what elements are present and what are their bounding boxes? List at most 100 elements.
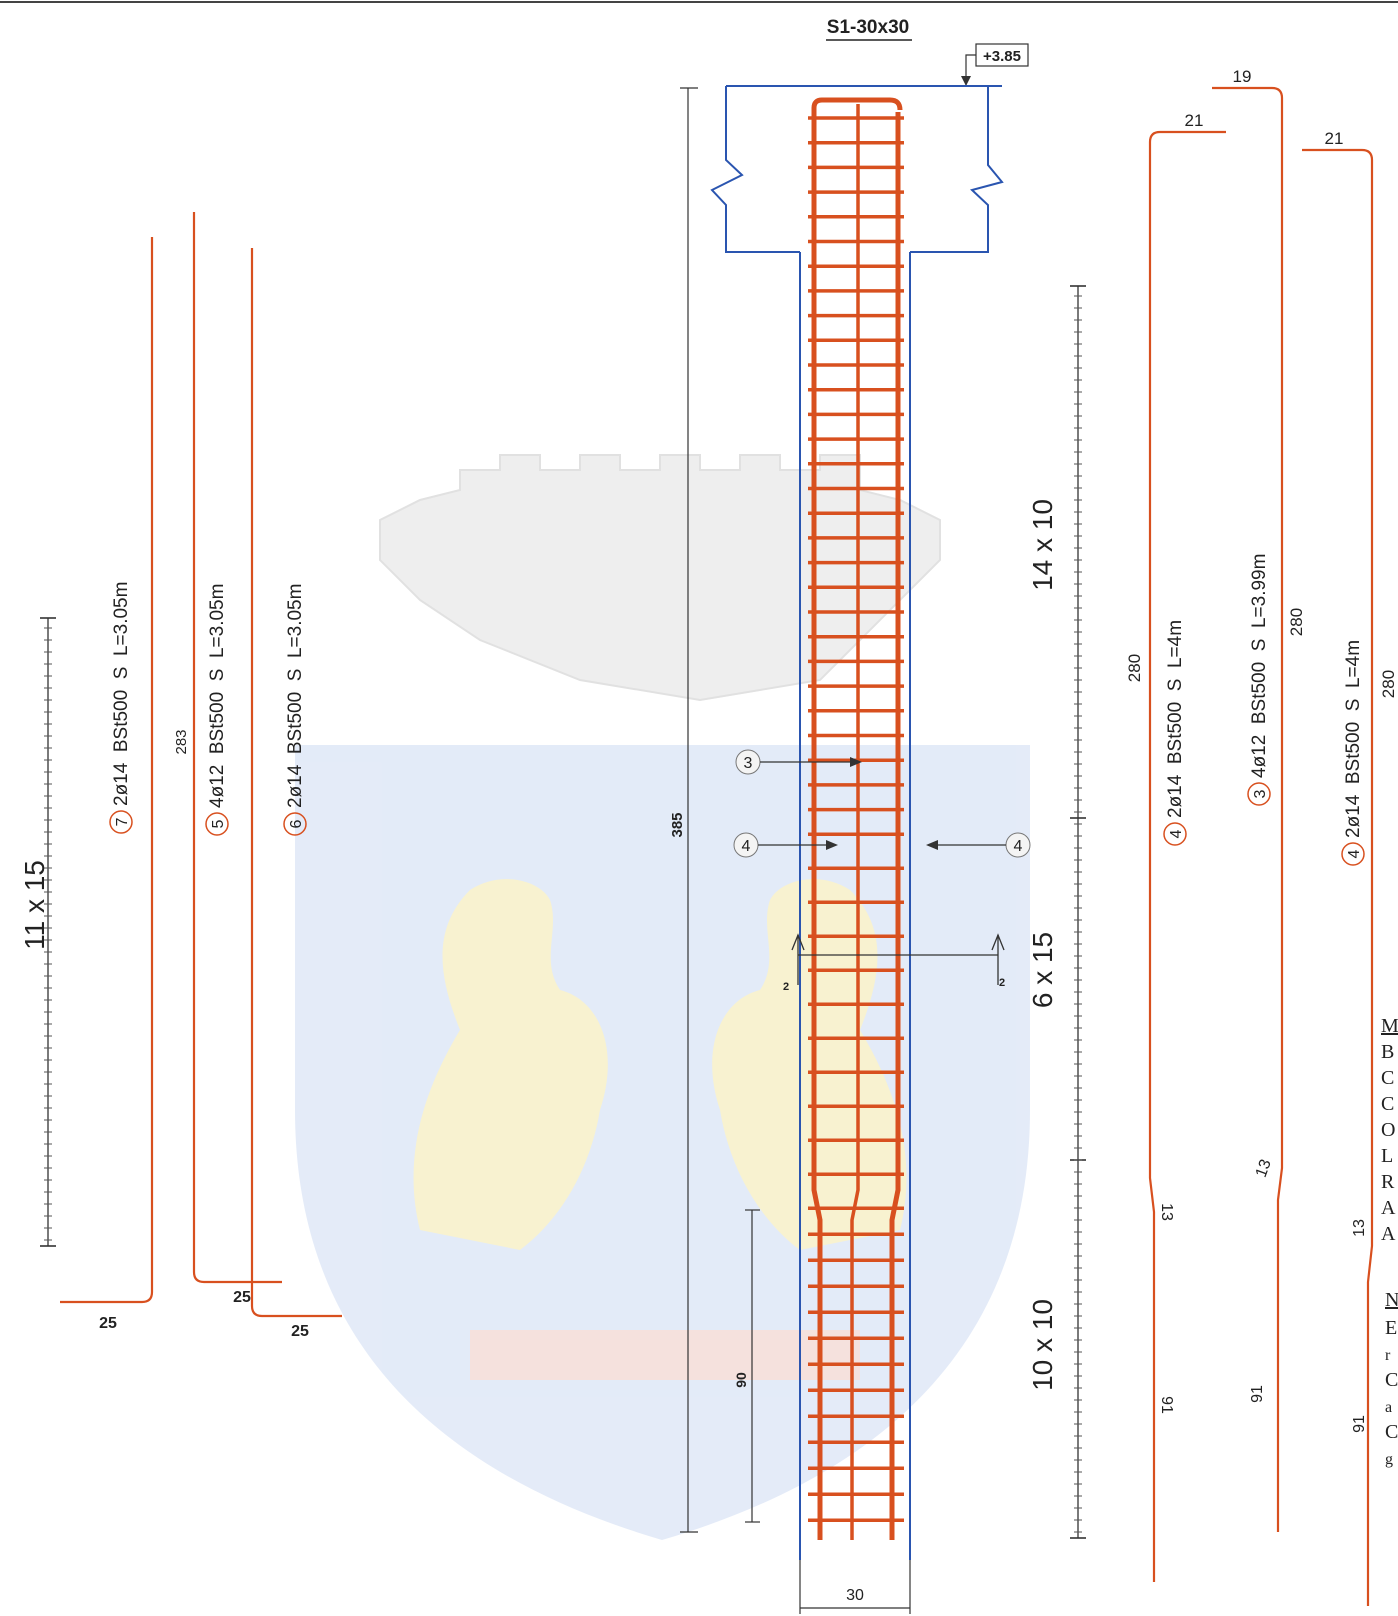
bar-6-text: 2ø14 BSt500 S L=3.05m <box>285 584 306 808</box>
bar-5-label: 5 4ø12 BSt500 S L=3.05m <box>205 584 229 836</box>
bar-4a-bot-dim: 91 <box>1158 1396 1175 1414</box>
bar-4b-top-dim: 21 <box>1325 129 1344 148</box>
crest-shield <box>295 745 1030 1540</box>
callout-bar-3: 3 <box>735 749 862 775</box>
width-dim-label: 30 <box>846 1587 864 1604</box>
bar-6-label: 6 2ø14 BSt500 S L=3.05m <box>283 584 307 836</box>
note-a-2: C <box>1381 1067 1394 1089</box>
bar-4b-shape <box>1302 148 1374 1606</box>
callout-4r-arrow <box>926 840 938 850</box>
bar-4a-top-dim: 21 <box>1185 111 1204 130</box>
note-b-3: C <box>1385 1369 1398 1391</box>
bar-4a-shape <box>1148 130 1226 1582</box>
bar-6-num: 6 <box>288 819 305 828</box>
bar-7-num-circle <box>109 810 133 834</box>
height-dim-label: 385 <box>669 812 686 837</box>
left-spacing-dimension <box>40 617 56 1247</box>
section-left-arrow <box>791 933 805 951</box>
note-a-3: C <box>1381 1093 1394 1115</box>
bar-3-mid-dim: 280 <box>1287 608 1306 636</box>
callout-bar-4-right: 4 <box>926 832 1031 858</box>
note-b-5: C <box>1385 1421 1398 1443</box>
bar-5-foot-dim: 25 <box>233 1289 251 1306</box>
section-cut-2-2 <box>791 933 1005 985</box>
bar-7-foot-dim: 25 <box>99 1315 117 1332</box>
slab-right-break <box>910 86 1004 253</box>
height-dimension <box>680 87 698 1533</box>
slab-left-break <box>710 86 800 253</box>
bar-7-shape <box>60 237 154 1304</box>
notes-block-a: M B C C O L R A A <box>1381 1015 1398 1245</box>
bar-5-num-circle <box>205 812 229 836</box>
note-a-4: O <box>1381 1119 1395 1141</box>
tie-seg-top-label: 14 x 10 <box>1027 499 1058 591</box>
tie-seg-mid-label: 6 x 15 <box>1027 932 1058 1008</box>
note-b-1: E <box>1385 1317 1397 1339</box>
note-a-0: M <box>1381 1015 1398 1037</box>
notes-block-b: N E r C a C g <box>1385 1289 1398 1468</box>
bar-4a-mid-dim: 280 <box>1125 654 1144 682</box>
note-a-1: B <box>1381 1041 1394 1063</box>
callout-3-label: 3 <box>744 755 753 772</box>
crest-lion-left <box>413 879 608 1250</box>
bar-4b-bot-dim: 91 <box>1351 1415 1368 1433</box>
bar-7-text: 2ø14 BSt500 S L=3.05m <box>111 582 132 806</box>
section-right-arrow <box>991 933 1005 951</box>
bar-4b-mid-dim: 280 <box>1379 670 1398 698</box>
title: S1-30x30 <box>827 17 909 38</box>
bar-3-shape <box>1212 86 1284 1532</box>
crest-watermark <box>295 454 1030 1540</box>
bar-3-label: 3 4ø12 BSt500 S L=3.99m <box>1247 554 1271 806</box>
width-dimension <box>799 1560 911 1614</box>
note-b-6: g <box>1385 1451 1393 1468</box>
top-bar-hook <box>811 97 903 111</box>
bar-6-shape <box>250 248 342 1318</box>
bar-3-text: 4ø12 BSt500 S L=3.99m <box>1249 554 1270 778</box>
bar-6-foot-dim: 25 <box>291 1323 309 1340</box>
note-b-4: a <box>1385 1399 1392 1416</box>
callout-bar-4-left: 4 <box>733 832 838 858</box>
longitudinal-bar-right <box>889 112 901 1540</box>
bar-4a-num-circle <box>1163 822 1187 846</box>
bar-6-num-circle <box>283 812 307 836</box>
note-a-8: A <box>1381 1223 1396 1245</box>
lap-dimension <box>745 1209 760 1523</box>
bar-4a-label: 4 2ø14 BSt500 S L=4m <box>1163 620 1187 846</box>
bar-4b-num: 4 <box>1346 849 1363 858</box>
callout-3-arrow <box>850 757 862 767</box>
elevation-leader <box>965 54 976 86</box>
bar-3-bot-dim: 91 <box>1249 1385 1266 1403</box>
bar-4a-text: 2ø14 BSt500 S L=4m <box>1165 620 1186 818</box>
elevation-label: +3.85 <box>983 48 1021 65</box>
bar-3-num: 3 <box>1252 789 1269 798</box>
bar-5-text: 4ø12 BSt500 S L=3.05m <box>207 584 228 808</box>
bar-4b-label: 4 2ø14 BSt500 S L=4m <box>1341 640 1365 866</box>
note-a-7: A <box>1381 1197 1396 1219</box>
bar-5-num: 5 <box>210 819 227 828</box>
bar-7-num: 7 <box>114 817 131 826</box>
longitudinal-bar-left <box>811 108 823 1540</box>
bar-4b-num-circle <box>1341 842 1365 866</box>
note-b-2: r <box>1385 1347 1391 1364</box>
bar-4b-text: 2ø14 BSt500 S L=4m <box>1343 640 1364 838</box>
callout-4r-label: 4 <box>1014 838 1023 855</box>
callout-4l-label: 4 <box>742 838 751 855</box>
bar-5-mid-dim: 283 <box>173 729 190 754</box>
lap-dim-label: 90 <box>733 1372 749 1388</box>
crest-crown <box>379 454 941 702</box>
bar-4a-crank-dim: 13 <box>1158 1203 1175 1221</box>
bar-7-label: 7 2ø14 BSt500 S L=3.05m <box>109 582 133 834</box>
bar-4a-num: 4 <box>1168 829 1185 838</box>
tie-spacing-dimension <box>1070 285 1086 1539</box>
note-a-6: R <box>1381 1171 1395 1193</box>
bar-4b-crank-dim: 13 <box>1351 1219 1368 1237</box>
callout-4l-arrow <box>826 840 838 850</box>
section-label-left: 2 <box>783 981 789 993</box>
column-rebar-cage <box>808 97 904 1540</box>
section-label-right: 2 <box>999 977 1005 989</box>
bar-3-top-dim: 19 <box>1233 67 1252 86</box>
elevation-marker: +3.85 <box>961 43 1029 86</box>
note-a-5: L <box>1381 1145 1393 1167</box>
bar-5-shape <box>192 212 282 1284</box>
